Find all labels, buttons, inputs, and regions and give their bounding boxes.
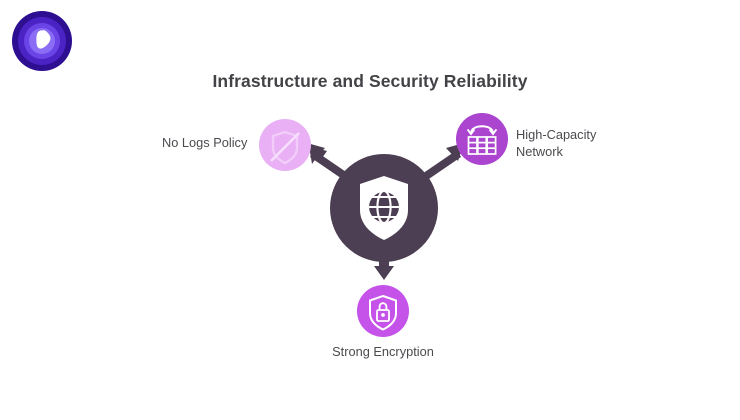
- label-line-1: High-Capacity: [516, 127, 597, 142]
- label-strong-encryption: Strong Encryption: [332, 344, 434, 359]
- purevpn-logo-icon: [11, 10, 73, 72]
- node-strong-encryption[interactable]: [357, 285, 409, 337]
- page-title: Infrastructure and Security Reliability: [212, 71, 528, 91]
- label-high-capacity-network: High-Capacity Network: [516, 126, 626, 160]
- node-high-capacity-network[interactable]: [456, 113, 508, 165]
- label-line-2: Network: [516, 144, 563, 159]
- label-no-logs-policy: No Logs Policy: [162, 135, 248, 150]
- server-rack-arrows-icon: [466, 125, 498, 155]
- shield-lock-icon: [369, 294, 397, 331]
- shield-globe-icon: [360, 176, 408, 240]
- shield-slash-icon: [270, 130, 300, 165]
